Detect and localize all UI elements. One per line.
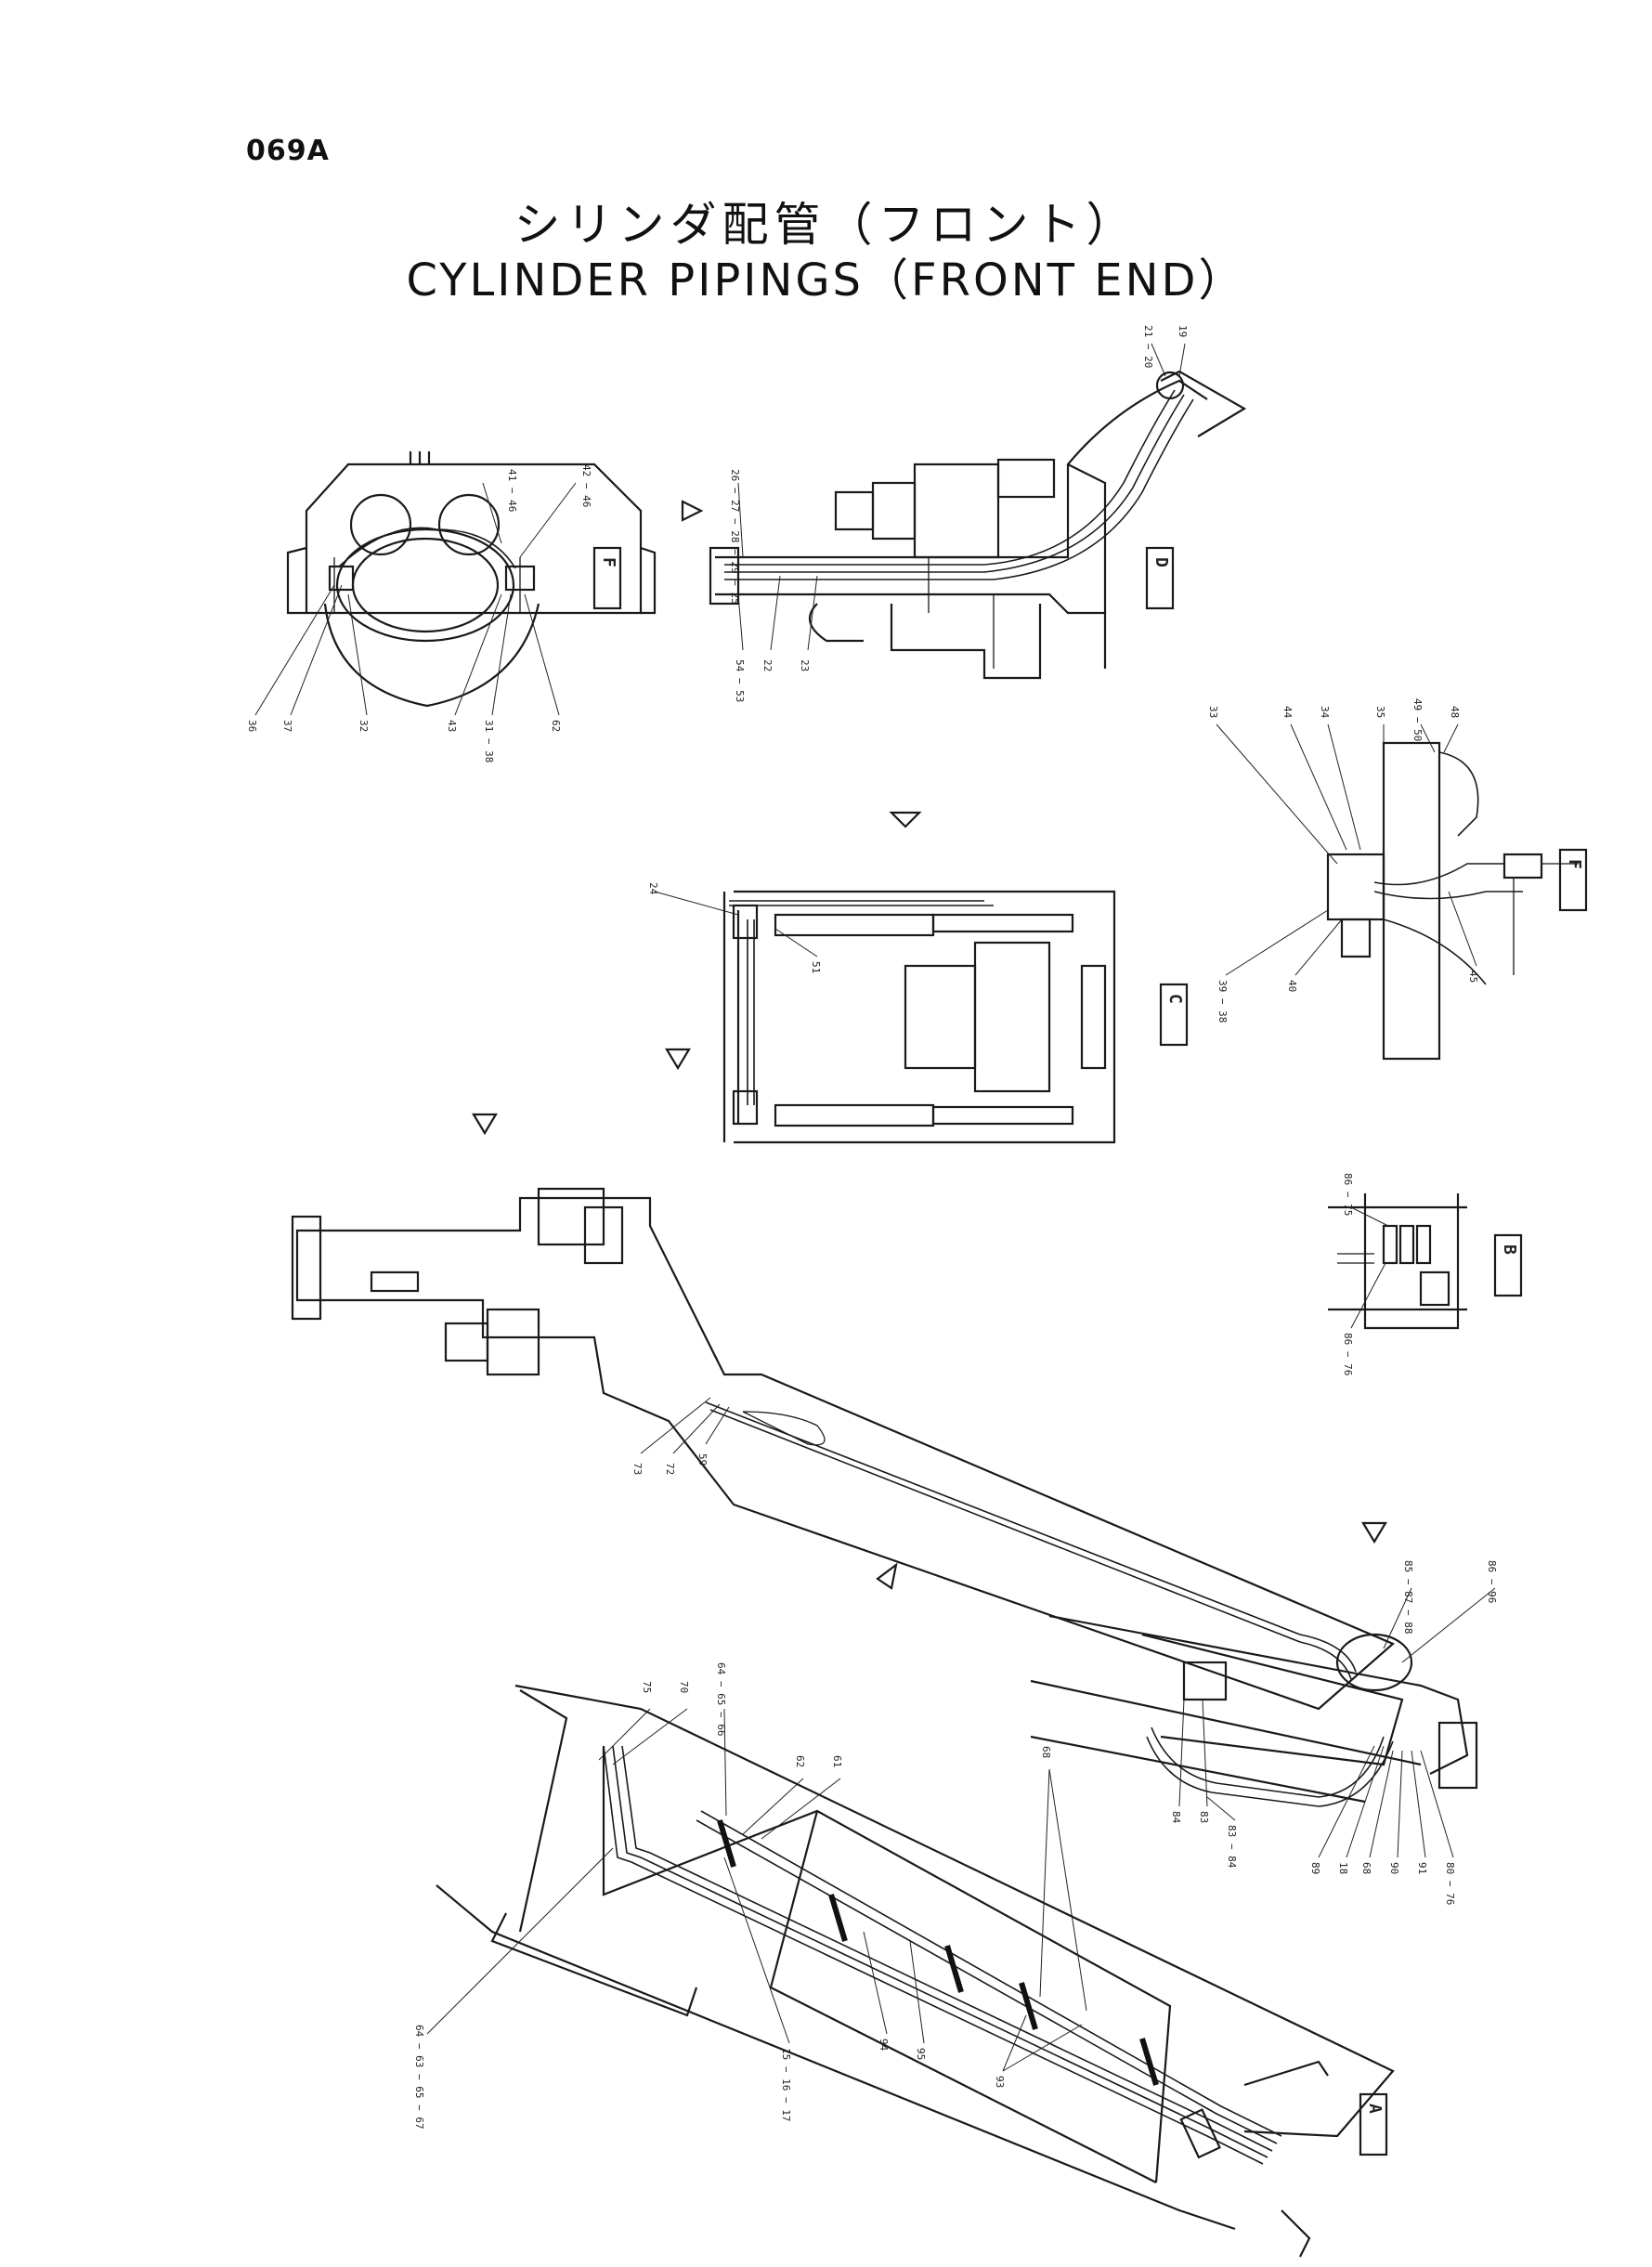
view-d-side bbox=[709, 370, 1247, 680]
callout-62: 62 bbox=[550, 720, 562, 732]
callout-49-50: 49 − 50 bbox=[1411, 698, 1424, 741]
view-b-detail-callouts: 86 − 75 86 − 76 B bbox=[1342, 1173, 1523, 1375]
callout-34: 34 bbox=[1319, 706, 1331, 719]
view-arrow-b bbox=[1361, 1521, 1387, 1544]
callout-64-65-66: 64 − 65 − 66 bbox=[715, 1662, 727, 1736]
callout-84: 84 bbox=[1170, 1811, 1182, 1824]
title-japanese: シリンダ配管（フロント） bbox=[514, 198, 1138, 252]
view-tag-c-letter: C bbox=[1165, 994, 1185, 1004]
callout-83: 83 bbox=[1198, 1811, 1210, 1823]
callout-19: 19 bbox=[1177, 325, 1189, 337]
view-tag-f-top bbox=[592, 546, 622, 610]
view-arrow-c bbox=[665, 1048, 691, 1071]
callout-91: 91 bbox=[1416, 1862, 1428, 1874]
view-arrow-f bbox=[681, 500, 704, 522]
view-f-detail bbox=[1326, 741, 1579, 1061]
view-tag-a bbox=[1359, 2092, 1388, 2156]
callout-40: 40 bbox=[1286, 980, 1298, 992]
view-tag-f-detail-letter: F bbox=[1565, 859, 1584, 869]
callout-90: 90 bbox=[1388, 1862, 1400, 1874]
callout-23: 23 bbox=[799, 659, 811, 671]
callout-45: 45 bbox=[1467, 971, 1479, 983]
callout-86-76: 86 − 76 bbox=[1342, 1333, 1354, 1375]
boom-callouts: 73 72 59 85 − 87 − 88 86 − 96 84 83 83 −… bbox=[631, 1397, 1498, 1905]
callout-85-87-88: 85 − 87 − 88 bbox=[1402, 1560, 1414, 1634]
callout-70: 70 bbox=[678, 1681, 690, 1693]
title-english: CYLINDER PIPINGS（FRONT END） bbox=[406, 254, 1246, 306]
callout-43: 43 bbox=[446, 720, 458, 732]
callout-93: 93 bbox=[994, 2076, 1006, 2088]
view-tag-d-letter: D bbox=[1151, 557, 1171, 567]
view-tag-f-top-letter: F bbox=[599, 557, 618, 567]
view-arrow-a bbox=[876, 1562, 898, 1590]
callout-59: 59 bbox=[696, 1453, 709, 1466]
callout-39-38: 39 − 38 bbox=[1216, 980, 1229, 1023]
callout-26-25: 26 − 27 − 28 − 29 − 25 bbox=[729, 469, 741, 605]
callout-73: 73 bbox=[631, 1463, 644, 1475]
page-code: 069A bbox=[246, 135, 330, 167]
callout-94: 94 bbox=[878, 2039, 890, 2052]
callout-21-20: 21 − 20 bbox=[1142, 325, 1154, 368]
callout-62-arm: 62 bbox=[794, 1755, 806, 1767]
view-c-plan-callouts: 24 51 C bbox=[647, 882, 1189, 1071]
callout-86-96: 86 − 96 bbox=[1486, 1560, 1498, 1603]
callout-64-63-65-67: 64 − 63 − 65 − 67 bbox=[413, 2025, 425, 2130]
view-tag-b-letter: B bbox=[1500, 1244, 1519, 1255]
callout-75: 75 bbox=[641, 1681, 653, 1693]
callout-54-53: 54 − 53 bbox=[734, 659, 746, 702]
view-f-detail-callouts: 33 44 34 35 49 − 50 48 39 − 38 40 45 F bbox=[1207, 698, 1588, 1023]
callout-24: 24 bbox=[647, 882, 659, 895]
view-tag-c bbox=[1159, 983, 1189, 1047]
view-a-arm-callouts: 75 70 64 − 65 − 66 62 61 68 64 − 63 − 65… bbox=[413, 1662, 1388, 2156]
callout-72: 72 bbox=[664, 1463, 676, 1475]
callout-68-arm: 68 bbox=[1040, 1746, 1052, 1758]
callout-22: 22 bbox=[761, 659, 774, 671]
callout-61: 61 bbox=[831, 1755, 843, 1767]
callout-86-75: 86 − 75 bbox=[1342, 1173, 1354, 1216]
callout-51: 51 bbox=[810, 961, 822, 973]
view-d-side-callouts: 21 − 20 19 26 − 27 − 28 − 29 − 25 54 − 5… bbox=[681, 325, 1189, 702]
view-c-plan bbox=[722, 811, 1116, 1144]
callout-18: 18 bbox=[1337, 1862, 1349, 1874]
callout-31-38: 31 − 38 bbox=[483, 720, 495, 762]
callout-42-46: 42 − 46 bbox=[580, 464, 592, 507]
view-tag-b bbox=[1493, 1233, 1523, 1297]
callout-32: 32 bbox=[358, 720, 370, 732]
callout-35: 35 bbox=[1374, 706, 1386, 718]
view-tag-d bbox=[1145, 546, 1175, 610]
callout-33: 33 bbox=[1207, 706, 1219, 718]
callout-95: 95 bbox=[915, 2048, 927, 2060]
callout-41-46: 41 − 46 bbox=[506, 469, 518, 512]
view-tag-f-detail bbox=[1558, 848, 1588, 912]
callout-48: 48 bbox=[1449, 706, 1461, 718]
callout-15-16-17: 15 − 16 − 17 bbox=[780, 2048, 792, 2121]
callout-83-84: 83 − 84 bbox=[1226, 1825, 1238, 1869]
callout-68: 68 bbox=[1360, 1862, 1372, 1874]
callout-36: 36 bbox=[246, 720, 258, 732]
boom-assembly bbox=[291, 1113, 1478, 1807]
view-a-arm bbox=[436, 1684, 1395, 2258]
callout-89: 89 bbox=[1309, 1862, 1321, 1874]
callout-37: 37 bbox=[281, 720, 293, 732]
callout-44: 44 bbox=[1281, 706, 1294, 719]
callout-80-76: 80 − 76 bbox=[1444, 1862, 1456, 1905]
view-tag-a-letter: A bbox=[1365, 2104, 1385, 2114]
view-f-front bbox=[286, 451, 657, 708]
view-f-front-callouts: 41 − 46 42 − 46 36 37 32 43 31 − 38 62 F bbox=[246, 464, 622, 762]
